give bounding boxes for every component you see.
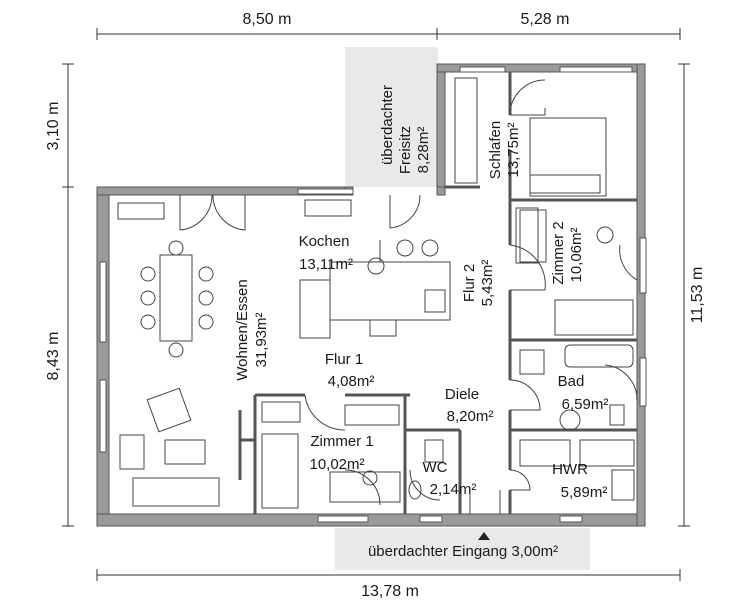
schlafen-name: Schlafen — [487, 121, 504, 179]
dim-left-lower: 8,43 m — [45, 332, 62, 381]
wc-name: WC — [423, 459, 448, 476]
wohnen-area: 31,93m² — [253, 312, 270, 367]
entrance-arrow-icon — [478, 532, 490, 540]
schlafen-area: 13,75m² — [505, 122, 522, 177]
dim-bottom: 13,78 m — [361, 583, 419, 600]
zimmer1-area: 10,02m² — [309, 456, 364, 473]
zimmer1-name: Zimmer 1 — [310, 433, 373, 450]
zimmer2-area: 10,06m² — [568, 227, 585, 282]
diele-name: Diele — [445, 386, 479, 403]
windows — [99, 66, 647, 523]
dim-top-left: 8,50 m — [243, 11, 292, 28]
flur1-area: 4,08m² — [328, 373, 375, 390]
freisitz-line1: überdachter — [379, 85, 396, 165]
entrance-label: überdachter Eingang 3,00m² — [368, 543, 558, 560]
dim-right: 11,53 m — [689, 267, 706, 324]
wc-area: 2,14m² — [430, 481, 477, 498]
interior-walls — [238, 72, 637, 514]
flur2-name: Flur 2 — [461, 264, 478, 302]
zimmer2-name: Zimmer 2 — [550, 221, 567, 284]
bad-name: Bad — [558, 373, 585, 390]
dim-left-upper: 3,10 m — [45, 102, 62, 151]
covered-entrance — [335, 528, 590, 570]
kochen-name: Kochen — [299, 233, 350, 250]
flur1-name: Flur 1 — [325, 351, 363, 368]
dimension-lines — [62, 28, 690, 581]
dim-top-right: 5,28 m — [521, 11, 570, 28]
freisitz-area: 8,28m² — [415, 127, 432, 174]
kochen-area: 13,11m² — [299, 256, 353, 273]
hwr-name: HWR — [552, 461, 588, 478]
wohnen-name: Wohnen/Essen — [234, 279, 251, 380]
hwr-area: 5,89m² — [561, 484, 608, 501]
covered-patio — [345, 47, 438, 187]
freisitz-line2: Freisitz — [397, 126, 414, 174]
diele-area: 8,20m² — [447, 408, 494, 425]
bad-area: 6,59m² — [562, 396, 609, 413]
flur2-area: 5,43m² — [479, 260, 496, 307]
furniture — [117, 77, 635, 509]
